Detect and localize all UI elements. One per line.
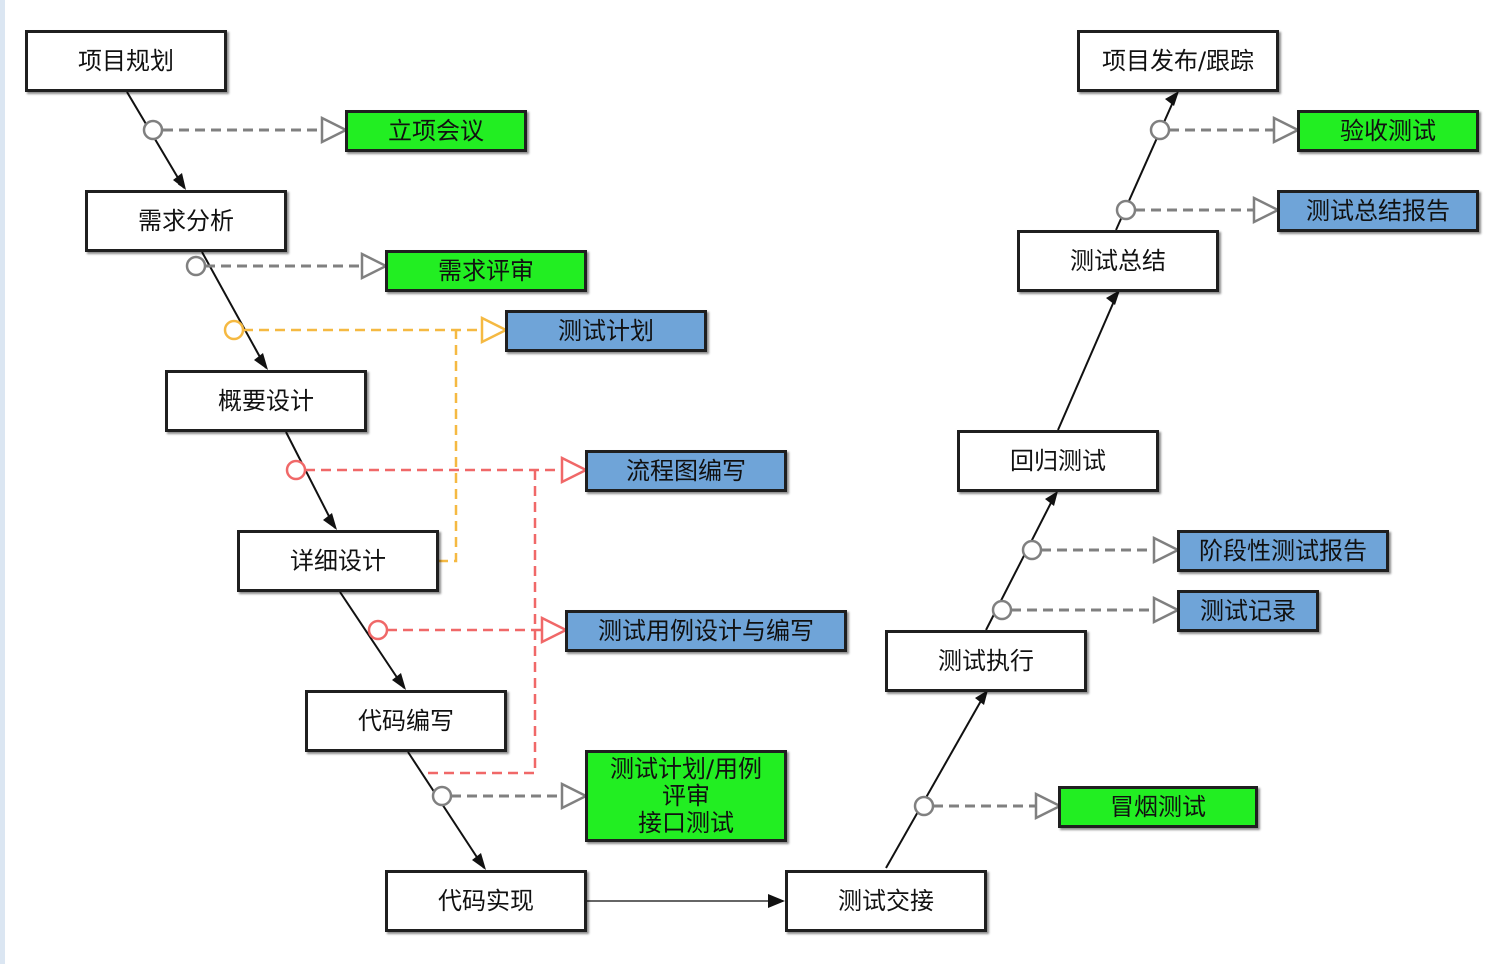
node-label: 回归测试 bbox=[1010, 446, 1106, 475]
node-test-handover[interactable]: 测试交接 bbox=[785, 870, 987, 932]
node-stage-test-report[interactable]: 阶段性测试报告 bbox=[1177, 530, 1389, 572]
node-label: 流程图编写 bbox=[626, 456, 746, 485]
node-test-summary-report[interactable]: 测试总结报告 bbox=[1277, 190, 1479, 232]
node-label: 测试交接 bbox=[838, 886, 934, 915]
node-label: 立项会议 bbox=[388, 116, 484, 145]
flow-code-to-impl bbox=[407, 751, 485, 869]
node-label: 项目发布/跟踪 bbox=[1101, 46, 1255, 75]
node-test-summary[interactable]: 测试总结 bbox=[1017, 230, 1219, 292]
node-label: 代码实现 bbox=[438, 886, 534, 915]
node-flowchart-writing[interactable]: 流程图编写 bbox=[585, 450, 787, 492]
node-label: 冒烟测试 bbox=[1110, 792, 1206, 821]
node-detailed-design[interactable]: 详细设计 bbox=[237, 530, 439, 592]
node-label: 测试总结报告 bbox=[1306, 196, 1450, 225]
node-label: 测试计划 bbox=[558, 316, 654, 345]
node-requirement-analysis[interactable]: 需求分析 bbox=[85, 190, 287, 252]
flow-analysis-to-outline bbox=[201, 251, 267, 369]
node-smoke-test[interactable]: 冒烟测试 bbox=[1058, 786, 1258, 828]
node-outline-design[interactable]: 概要设计 bbox=[165, 370, 367, 432]
node-release-tracking[interactable]: 项目发布/跟踪 bbox=[1077, 30, 1279, 92]
node-label: 阶段性测试报告 bbox=[1199, 536, 1367, 565]
node-test-case-design[interactable]: 测试用例设计与编写 bbox=[565, 610, 847, 652]
node-label: 详细设计 bbox=[290, 546, 386, 575]
node-label: 需求分析 bbox=[138, 206, 234, 235]
node-label: 项目规划 bbox=[78, 46, 174, 75]
node-label: 测试总结 bbox=[1070, 246, 1166, 275]
node-test-plan[interactable]: 测试计划 bbox=[505, 310, 707, 352]
node-regression-test[interactable]: 回归测试 bbox=[957, 430, 1159, 492]
node-label: 需求评审 bbox=[438, 256, 534, 285]
node-plan-case-review[interactable]: 测试计划/用例 评审 接口测试 bbox=[585, 750, 787, 842]
flow-outline-to-detailed bbox=[285, 431, 336, 529]
node-code-writing[interactable]: 代码编写 bbox=[305, 690, 507, 752]
node-label: 测试记录 bbox=[1200, 596, 1296, 625]
node-requirement-review[interactable]: 需求评审 bbox=[385, 250, 587, 292]
node-kickoff-meeting[interactable]: 立项会议 bbox=[345, 110, 527, 152]
node-label: 测试用例设计与编写 bbox=[598, 616, 814, 645]
node-acceptance-test[interactable]: 验收测试 bbox=[1297, 110, 1479, 152]
node-code-implementation[interactable]: 代码实现 bbox=[385, 870, 587, 932]
node-label: 测试计划/用例 评审 接口测试 bbox=[609, 754, 763, 837]
link-code-to-flowchart bbox=[428, 470, 537, 775]
node-project-planning[interactable]: 项目规划 bbox=[25, 30, 227, 92]
flow-detailed-to-code bbox=[339, 591, 405, 689]
node-test-record[interactable]: 测试记录 bbox=[1177, 590, 1319, 632]
flow-planning-to-analysis bbox=[126, 91, 185, 189]
left-edge-strip bbox=[0, 0, 5, 964]
link-detailed-to-test-plan bbox=[438, 330, 458, 563]
node-test-execution[interactable]: 测试执行 bbox=[885, 630, 1087, 692]
node-label: 概要设计 bbox=[218, 386, 314, 415]
node-label: 验收测试 bbox=[1340, 116, 1436, 145]
flow-regression-to-summary bbox=[1057, 291, 1119, 431]
flow-handover-to-execution bbox=[885, 691, 987, 869]
node-label: 代码编写 bbox=[358, 706, 454, 735]
node-label: 测试执行 bbox=[938, 646, 1034, 675]
